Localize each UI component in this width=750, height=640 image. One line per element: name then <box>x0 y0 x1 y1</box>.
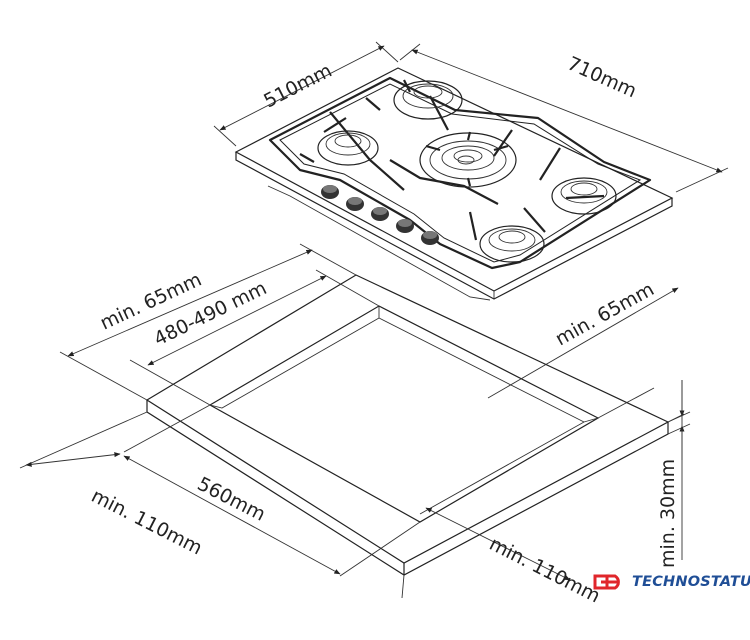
burner-right <box>551 177 617 215</box>
hob-glass-top <box>234 67 674 292</box>
hob-dimension-lines <box>213 41 729 193</box>
burner-rear-center <box>393 80 463 120</box>
knob-3 <box>371 207 389 221</box>
control-knobs <box>321 185 439 245</box>
burner-wok-center <box>419 131 517 188</box>
label-cutout-width: 560mm <box>194 473 269 526</box>
cutout-dimension-lines <box>19 243 691 599</box>
technostatus-logo-icon <box>593 574 620 590</box>
gas-hob <box>234 67 674 301</box>
cutout-opening <box>208 305 600 523</box>
label-clearance-front: min. 110mm <box>486 533 604 608</box>
label-clearance-left: min. 110mm <box>88 485 206 560</box>
label-hob-width: 710mm <box>564 52 640 102</box>
technostatus-watermark: TECHNOSTATUS <box>592 572 750 592</box>
label-countertop-thickness: min. 30mm <box>657 459 679 568</box>
burner-front <box>479 225 545 263</box>
knob-5 <box>421 231 439 245</box>
burner-rear-left <box>317 130 379 166</box>
hob-glass-edge <box>235 152 673 300</box>
label-hob-depth: 510mm <box>260 60 335 113</box>
knob-2 <box>346 197 364 211</box>
watermark-text: TECHNOSTATUS <box>632 574 750 590</box>
label-clearance-right: min. 65mm <box>552 278 658 350</box>
knob-1 <box>321 185 339 199</box>
knob-4 <box>396 219 414 233</box>
